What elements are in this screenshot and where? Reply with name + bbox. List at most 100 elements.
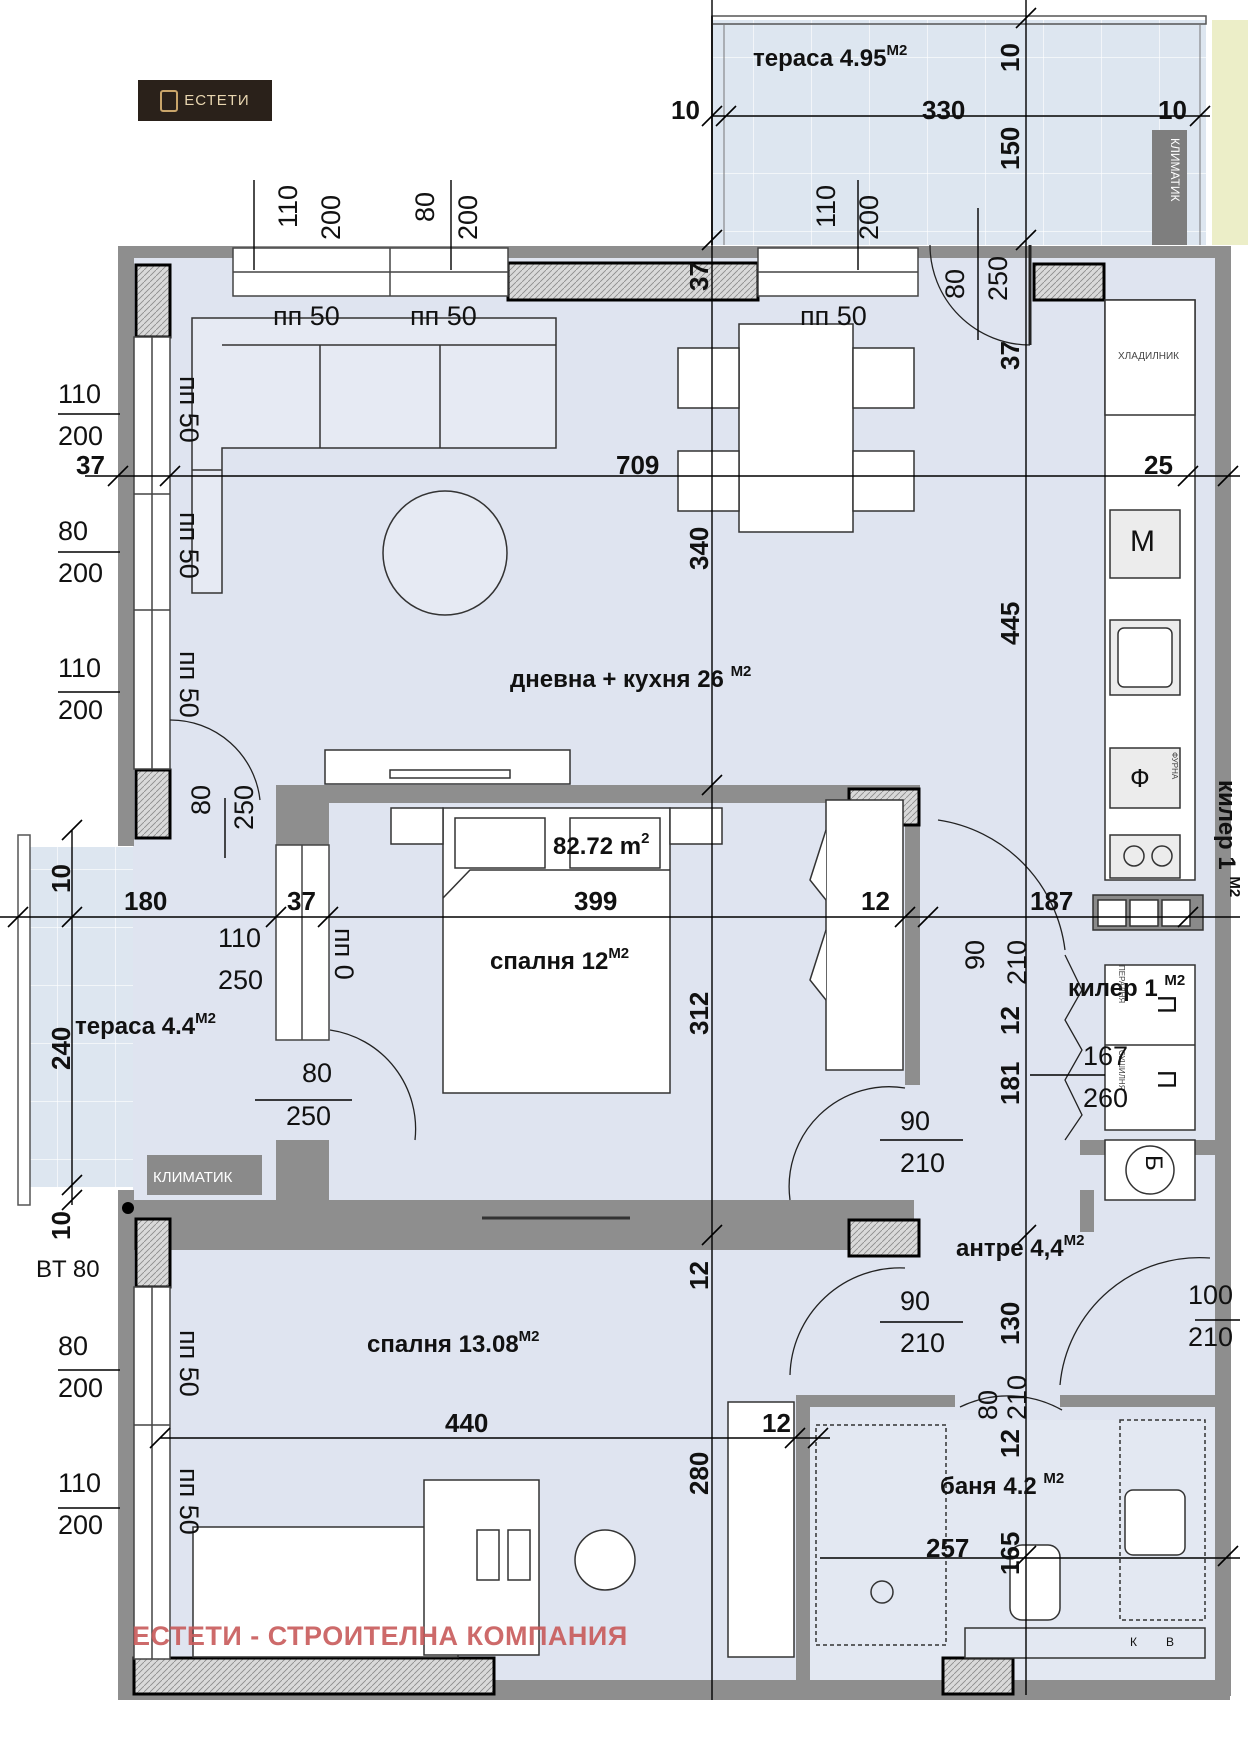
win-200-s2: 200: [58, 1510, 104, 1540]
sill-label-v4: пп 50: [174, 1330, 204, 1397]
bt-label: BT 80: [36, 1256, 100, 1283]
bedroom-1-label: спалня 12М2: [490, 945, 630, 975]
dim-130: 130: [995, 1301, 1025, 1345]
bath-v-label: В: [1166, 1635, 1175, 1649]
dim-399: 399: [574, 886, 618, 916]
door-250-bd: 250: [286, 1101, 332, 1131]
bedroom-2-label: спалня 13.08М2: [367, 1328, 540, 1358]
logo-text: ЕСТЕТИ: [184, 92, 250, 109]
dim-10-bt: 10: [46, 1211, 76, 1240]
door-90-h2: 90: [900, 1286, 931, 1316]
terrace-top-label: тераса 4.95М2: [753, 42, 908, 72]
dim-37-door: 37: [995, 341, 1025, 370]
sill-label-1: пп 50: [273, 301, 340, 331]
terrace-top-floor: [712, 20, 1206, 245]
sill-label-v5: пп 50: [174, 1468, 204, 1535]
win-80-a: 80: [58, 516, 89, 546]
sill-label-3: пп 50: [800, 301, 867, 331]
living-kitchen-label: дневна + кухня 26 М2: [510, 663, 752, 693]
dim-10-b: 10: [1158, 95, 1187, 125]
dim-709: 709: [616, 450, 660, 480]
win-200-top-b: 200: [453, 194, 483, 240]
win-200-s: 200: [58, 1373, 104, 1403]
door-110-b: 110: [218, 923, 262, 953]
pantry-shelving: [1092, 894, 1204, 1201]
total-area-label: 82.72 m2: [553, 830, 650, 860]
door-90-h: 90: [900, 1106, 931, 1136]
logo-mark-icon: [160, 89, 179, 112]
win-200-b: 200: [58, 558, 104, 588]
bath-door-210: 210: [1002, 1374, 1032, 1420]
dim-10-a: 10: [671, 95, 700, 125]
dryer-icon: П: [1152, 1070, 1182, 1089]
door-250-b: 250: [218, 965, 264, 995]
dim-181: 181: [995, 1061, 1025, 1105]
dim-12-c: 12: [762, 1408, 791, 1438]
dim-12-mid: 12: [861, 886, 890, 916]
pantry-label: килер 1 М2: [1068, 972, 1186, 1002]
sill-label-pp0: пп 0: [329, 928, 359, 980]
win-200-a: 200: [58, 421, 104, 451]
dim-12-b: 12: [684, 1261, 714, 1290]
furniture-living: [191, 317, 915, 785]
pantry-side-label: килер 1 М2: [1213, 780, 1243, 898]
kitchen-run: [1104, 299, 1196, 881]
pantry-door-210: 210: [1002, 939, 1032, 985]
win-110-top-a: 110: [273, 184, 303, 228]
ac-unit-left: [147, 1155, 262, 1195]
win-200-top-a: 200: [316, 194, 346, 240]
win-200-c: 200: [58, 695, 104, 725]
terrace-left-label: тераса 4.4М2: [75, 1010, 216, 1040]
dim-ba12: 12: [995, 1429, 1025, 1458]
bedroom2-furniture: [192, 1401, 795, 1658]
dim-440: 440: [445, 1408, 489, 1438]
dimension-ticks: [7, 7, 1239, 1567]
pantry-260: 260: [1083, 1083, 1129, 1113]
door-210-e: 210: [1188, 1322, 1234, 1352]
dim-10-t: 10: [46, 864, 76, 893]
columns: [132, 261, 1106, 1696]
door-80-t: 80: [186, 784, 216, 815]
sill-label-v3: пп 50: [174, 651, 204, 718]
win-110-b: 110: [58, 653, 102, 683]
dim-180: 180: [124, 886, 168, 916]
dim-150: 150: [995, 126, 1025, 170]
door-80-top: 80: [940, 268, 970, 299]
door-210-h: 210: [900, 1148, 946, 1178]
door-250-t: 250: [229, 784, 259, 830]
dim-330: 330: [922, 95, 966, 125]
windows-top: [232, 247, 919, 297]
dim-37-left: 37: [76, 450, 105, 480]
windows-left: [133, 336, 171, 1660]
washer-small-label: ПЕРАЛНЯ: [1117, 965, 1126, 1004]
dim-10-top: 10: [995, 43, 1025, 72]
ac-unit-top: [1152, 130, 1187, 245]
bath-door-80: 80: [973, 1389, 1003, 1420]
dim-340: 340: [684, 526, 714, 570]
pantry-167: 167: [1083, 1041, 1129, 1071]
boiler-icon: Б: [1140, 1155, 1167, 1171]
win-110-s: 110: [58, 1468, 102, 1498]
dim-25: 25: [1144, 450, 1173, 480]
dim-445: 445: [995, 601, 1025, 645]
bedroom1-furniture: [390, 799, 904, 1094]
bath-k-label: К: [1130, 1635, 1137, 1649]
bath-fixtures: [815, 1419, 1206, 1659]
win-110-a: 110: [58, 379, 102, 409]
dim-257: 257: [926, 1533, 970, 1563]
sill-label-v2: пп 50: [174, 512, 204, 579]
win-80-top: 80: [410, 191, 440, 222]
hall-label: антре 4,4М2: [956, 1232, 1085, 1262]
terrace-left-rail: [17, 834, 31, 1206]
dim-165: 165: [995, 1531, 1025, 1575]
win-80-s: 80: [58, 1331, 89, 1361]
door-250-top: 250: [983, 255, 1013, 301]
door-swings: [169, 244, 1211, 1411]
win-200-top-c: 200: [854, 194, 884, 240]
sill-label-2: пп 50: [410, 301, 477, 331]
washer-icon: П: [1152, 995, 1182, 1014]
dim-280: 280: [684, 1451, 714, 1495]
ac-label-top: КЛИМАТИК: [1168, 138, 1182, 202]
dim-p12: 12: [995, 1006, 1025, 1035]
ac-label-left: КЛИМАТИК: [153, 1169, 233, 1186]
